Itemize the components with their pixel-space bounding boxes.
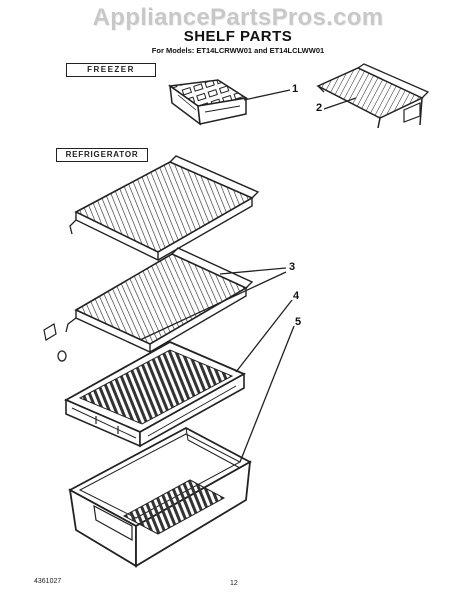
crisper-cover-part [63,340,247,448]
model-subtitle: For Models: ET14LCRWW01 and ET14LCLWW01 [151,46,325,55]
ice-tray-part [168,79,249,126]
callout-4: 4 [293,290,300,302]
page-number: 12 [230,580,238,587]
refrigerator-shelf-upper-part [69,155,260,262]
callout-2: 2 [316,102,323,114]
refrigerator-section-label: REFRIGERATOR [56,148,148,162]
crisper-pan-part [68,426,252,568]
callout-leader-lines [139,89,357,463]
callout-1: 1 [292,83,299,95]
refrigerator-shelf-lower-part [43,247,254,362]
document-number: 4361027 [34,578,62,585]
freezer-rack-part [316,63,430,129]
freezer-section-label: FREEZER [66,63,156,77]
callout-3: 3 [289,261,296,273]
callout-5: 5 [295,316,302,328]
page-title: SHELF PARTS [183,28,293,45]
watermark: AppliancePartsPros.com [92,4,384,31]
